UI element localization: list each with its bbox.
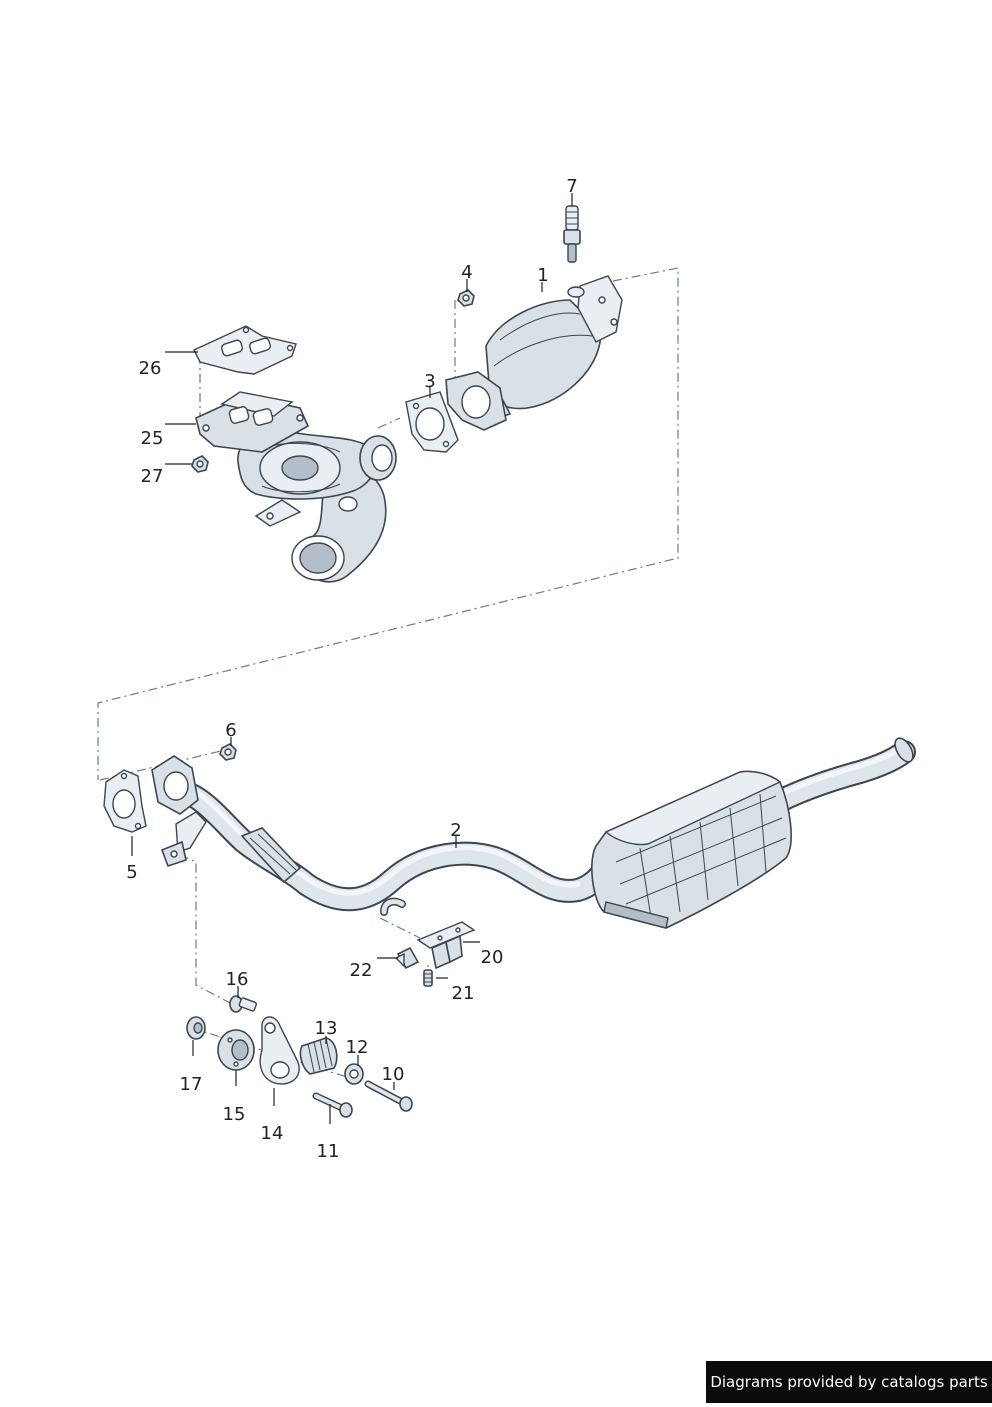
bolt-part-16[interactable] bbox=[229, 995, 258, 1013]
manifold-flange-part[interactable] bbox=[195, 391, 310, 453]
label-15: 15 bbox=[223, 1104, 246, 1125]
tail-pipe-part bbox=[758, 737, 916, 818]
label-16: 16 bbox=[226, 969, 249, 990]
nut-part-4[interactable] bbox=[457, 289, 475, 307]
label-20: 20 bbox=[481, 947, 504, 968]
nut-part-6[interactable] bbox=[219, 743, 237, 761]
bolt-part-11[interactable] bbox=[312, 1092, 353, 1118]
attribution-text: Diagrams provided by catalogs parts bbox=[710, 1373, 988, 1391]
label-17: 17 bbox=[180, 1074, 203, 1095]
label-25: 25 bbox=[141, 428, 164, 449]
rubber-bushing-part-13[interactable] bbox=[299, 1037, 338, 1075]
bushing-part-17[interactable] bbox=[186, 1016, 206, 1040]
washer-part-12[interactable] bbox=[344, 1063, 364, 1085]
label-5: 5 bbox=[126, 862, 137, 883]
leader-lines bbox=[131, 193, 573, 1124]
label-2: 2 bbox=[450, 820, 461, 841]
gasket-part-5[interactable] bbox=[103, 769, 147, 833]
clip-nut-part-22[interactable] bbox=[394, 946, 420, 970]
attribution-badge: Diagrams provided by catalogs parts bbox=[706, 1361, 992, 1403]
bolt-part-21[interactable] bbox=[423, 969, 433, 987]
label-27: 27 bbox=[141, 466, 164, 487]
catalytic-converter-part[interactable] bbox=[478, 275, 623, 421]
bolt-part-10[interactable] bbox=[364, 1080, 413, 1112]
assembly-guide-lines bbox=[97, 267, 679, 1109]
gasket-part-3[interactable] bbox=[405, 391, 459, 453]
label-11: 11 bbox=[317, 1141, 340, 1162]
label-14: 14 bbox=[261, 1123, 284, 1144]
label-6: 6 bbox=[225, 720, 236, 741]
label-3: 3 bbox=[424, 371, 435, 392]
exhaust-pipe-part[interactable] bbox=[151, 755, 618, 912]
rubber-mount-part-20[interactable] bbox=[380, 897, 476, 970]
position-labels: 7 1 4 3 26 25 27 6 5 2 20 22 21 16 17 15… bbox=[126, 176, 577, 1162]
label-13: 13 bbox=[315, 1018, 338, 1039]
label-4: 4 bbox=[461, 262, 472, 283]
label-10: 10 bbox=[382, 1064, 405, 1085]
rubber-damper-part-15[interactable] bbox=[217, 1029, 255, 1071]
rear-muffler-part[interactable] bbox=[591, 770, 792, 929]
label-1: 1 bbox=[537, 265, 548, 286]
label-22: 22 bbox=[350, 960, 373, 981]
label-12: 12 bbox=[346, 1037, 369, 1058]
label-26: 26 bbox=[139, 358, 162, 379]
hanger-bracket-part-14[interactable] bbox=[259, 1016, 300, 1085]
label-21: 21 bbox=[452, 983, 475, 1004]
label-7: 7 bbox=[566, 176, 577, 197]
converter-inlet-flange[interactable] bbox=[445, 371, 507, 431]
lambda-sensor-part[interactable] bbox=[563, 205, 581, 263]
turbocharger-part[interactable] bbox=[237, 429, 397, 583]
nut-part-27[interactable] bbox=[191, 455, 209, 473]
manifold-gasket-part[interactable] bbox=[193, 325, 297, 375]
